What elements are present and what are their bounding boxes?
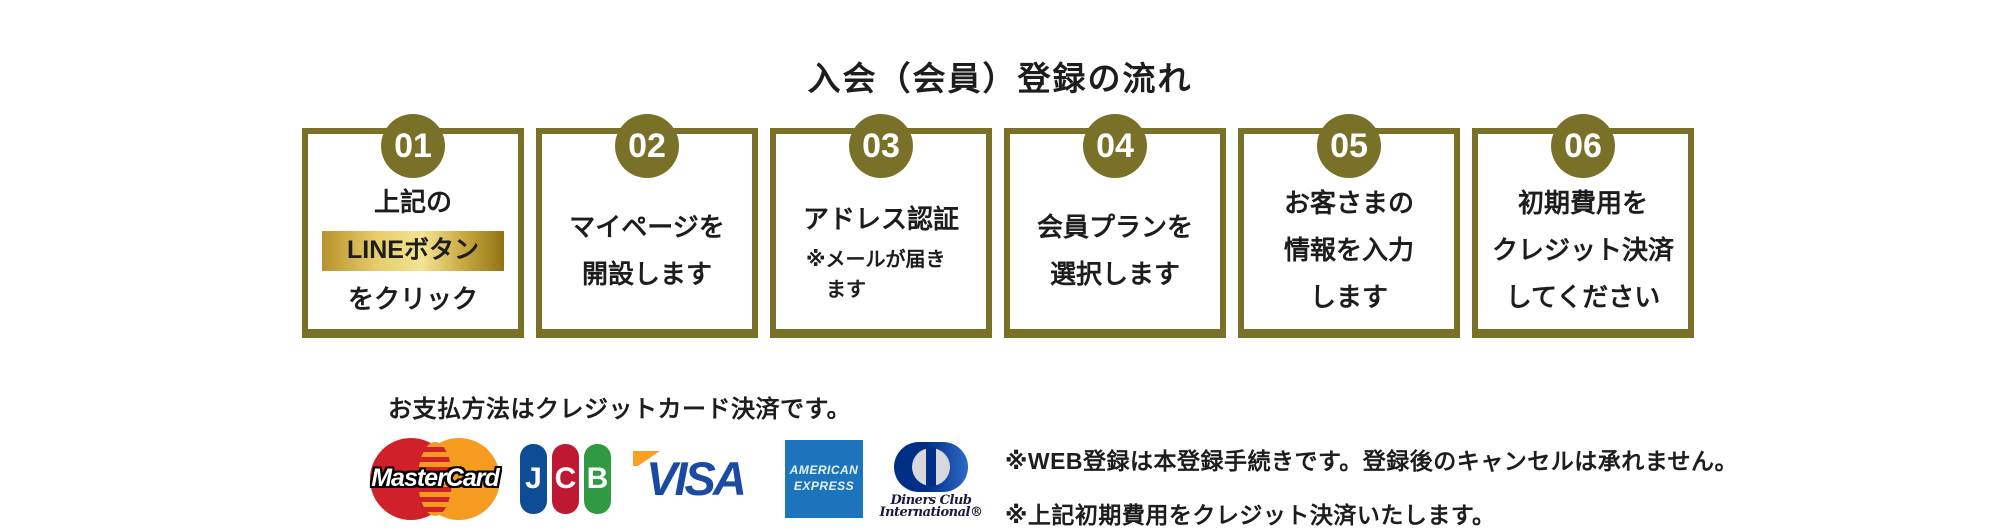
step-01-line1: 上記の — [373, 186, 452, 217]
amex-wordmark-line1: AMERICAN — [789, 463, 859, 478]
jcb-red-stripe: C — [552, 444, 579, 514]
american-express-logo: AMERICAN EXPRESS — [785, 440, 863, 518]
note-initial-fee: ※上記初期費用をクレジット決済いたします。 — [1005, 502, 1496, 528]
step-06-body: 初期費用を クレジット決済 してください — [1478, 134, 1688, 329]
step-02-number-badge: 02 — [615, 114, 679, 178]
visa-logo: VISA — [629, 449, 761, 509]
step-05-body: お客さまの 情報を入力 します — [1244, 134, 1454, 329]
visa-wordmark: VISA — [646, 452, 747, 505]
step-02-line1: マイページを — [569, 211, 725, 242]
step-04-box: 04 会員プランを 選択します — [1004, 114, 1226, 338]
step-05-line3: します — [1309, 281, 1388, 312]
step-03-line1: アドレス認証 — [802, 204, 959, 235]
mastercard-wordmark: MasterCard — [371, 464, 500, 492]
step-05-line2: 情報を入力 — [1283, 235, 1414, 266]
step-04-line1: 会員プランを — [1036, 211, 1193, 242]
step-05-number-badge: 05 — [1317, 114, 1381, 178]
mastercard-logo: MasterCard — [370, 438, 500, 520]
note-web-registration: ※WEB登録は本登録手続きです。登録後のキャンセルは承れません。 — [1005, 448, 1739, 474]
diners-pill-mark — [894, 442, 968, 492]
step-03-note: ※メールが届きます — [806, 248, 946, 301]
step-06-line1: 初期費用を — [1517, 188, 1648, 219]
step-02-body: マイページを 開設します — [542, 134, 752, 329]
step-01-line2: をクリック — [347, 283, 478, 314]
jcb-logo: J C B — [520, 444, 611, 514]
step-05-line1: お客さまの — [1283, 188, 1414, 219]
diners-wordmark: Diners Club International® — [879, 493, 983, 521]
line-button-chip: LINEボタン — [322, 230, 504, 271]
registration-notes: ※WEB登録は本登録手続きです。登録後のキャンセルは承れません。 ※上記初期費用… — [1005, 442, 1738, 530]
diners-wordmark-line2: International® — [879, 505, 983, 521]
registration-steps: 01 上記の LINEボタン をクリック 02 マイページを 開設します 03 … — [302, 113, 1694, 348]
step-01-box: 01 上記の LINEボタン をクリック — [302, 114, 524, 338]
jcb-blue-stripe: J — [520, 444, 547, 514]
step-06-line2: クレジット決済 — [1491, 235, 1674, 266]
step-04-body: 会員プランを 選択します — [1010, 134, 1220, 329]
step-02-line2: 開設します — [581, 258, 712, 289]
credit-card-logos: MasterCard J C B VISA AMERICAN EXPRESS D… — [370, 437, 983, 521]
amex-wordmark-line2: EXPRESS — [793, 479, 855, 493]
jcb-green-stripe: B — [584, 444, 611, 514]
diners-wordmark-line1: Diners Club — [890, 493, 972, 508]
step-05-box: 05 お客さまの 情報を入力 します — [1238, 114, 1460, 338]
payment-method-heading: お支払方法はクレジットカード決済です。 — [388, 396, 852, 423]
step-01-body: 上記の LINEボタン をクリック — [308, 134, 518, 329]
step-01-number-badge: 01 — [381, 114, 445, 178]
diners-split-bar — [926, 448, 936, 486]
page-title: 入会（会員）登録の流れ — [807, 60, 1193, 98]
mastercard-overlap-stripes — [418, 442, 452, 516]
step-04-number-badge: 04 — [1083, 114, 1147, 178]
step-06-number-badge: 06 — [1551, 114, 1615, 178]
diners-club-logo: Diners Club International® — [880, 442, 983, 520]
step-04-line2: 選択します — [1049, 258, 1180, 289]
step-02-box: 02 マイページを 開設します — [536, 114, 758, 338]
step-06-box: 06 初期費用を クレジット決済 してください — [1472, 114, 1694, 338]
step-03-number-badge: 03 — [849, 114, 913, 178]
step-03-box: 03 アドレス認証 ※メールが届きます — [770, 114, 992, 338]
step-06-line3: してください — [1505, 281, 1661, 312]
step-03-body: アドレス認証 ※メールが届きます — [776, 134, 986, 329]
